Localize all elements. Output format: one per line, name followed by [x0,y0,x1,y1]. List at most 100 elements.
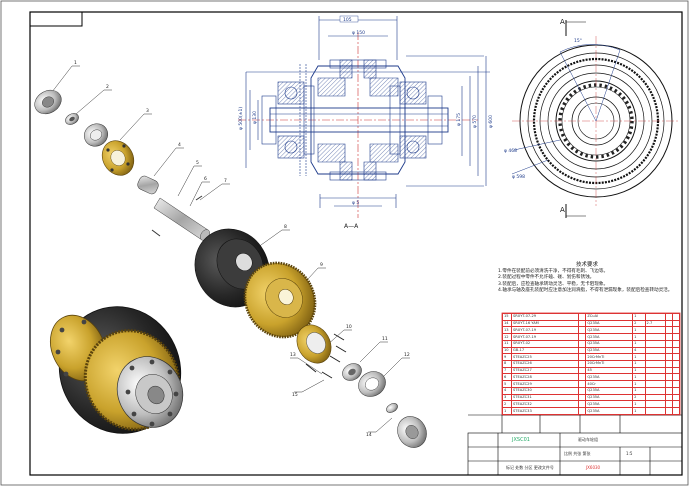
bom-cell: 8 [502,360,512,368]
bom-cell: 1 [632,366,646,375]
bom-cell [671,326,681,335]
drawing-number: JX6030 [586,465,601,470]
bom-cell [644,373,666,382]
bom-cell: SRXYT-02 [510,339,580,348]
bom-cell: STEAZC26 [510,360,580,368]
bom-cell: Q235A [585,326,634,335]
bom-cell: Q235A [585,407,634,415]
bom-cell: 4 [502,386,512,395]
assembled-wheel [50,306,184,434]
bom-cell: STEAZC27 [510,366,580,375]
bom-cell: STEAZC32 [510,400,580,409]
end-view-labels: A A 15° φ 468 φ 598 [504,18,582,214]
part-end-cap-2 [397,416,427,448]
bom-cell: 1 [632,380,646,388]
bom-cell [578,373,587,382]
section-label: A—A [344,223,359,230]
bom-cell [664,339,673,348]
bom-cell: 2 [632,393,646,402]
bom-cell: 40Cr [585,380,634,388]
bom-cell [644,313,666,321]
balloon-7: 7 [224,178,227,184]
bom-cell [671,333,681,341]
bom-cell [644,393,666,402]
bom-cell: 12 [502,333,512,341]
bom-cell [671,407,681,415]
bom-cell [664,319,673,328]
bom-cell [644,346,666,355]
bom-cell: 1 [632,407,646,415]
bom-cell [664,366,673,375]
bom-cell: 15 [502,313,512,321]
section-view [238,16,490,218]
bom-cell: STEAZC31 [510,393,580,402]
bom-cell: 1 [632,339,646,348]
bom-cell [671,393,681,402]
bom-cell [664,373,673,382]
exploded-parts: 1 2 3 4 5 6 7 8 9 10 11 12 13 14 15 [34,60,427,448]
bom-cell: Q235A [585,386,634,395]
balloon-8: 8 [284,224,287,230]
bom-cell [578,407,587,415]
note-line: 1.零件在装配前必须清洗干净，不得有毛刺、飞边等。 [498,269,609,275]
bom-cell: SRXYT-07-19 [510,326,580,335]
bom-cell [578,313,587,321]
scale-note: 1:5 [626,451,633,456]
drawing-frame [29,11,683,476]
title-code: JXSC01 [512,437,530,443]
part-gold-hub [101,140,135,176]
dim-d5: φ 570 [472,115,478,128]
bom-cell [644,386,666,395]
balloon-13: 13 [290,352,296,358]
bom-cell [644,366,666,375]
balloon-9: 9 [320,262,323,268]
part-bearing [83,123,109,147]
balloon-10: 10 [346,324,352,330]
bom-cell: 1 [632,373,646,382]
bom-cell [578,380,587,388]
bom-cell [644,380,666,388]
bom-cell [578,393,587,402]
bom-cell [644,407,666,415]
bom-cell: 13 [502,326,512,335]
bom-cell [664,360,673,368]
bom-cell: ZCuAl [585,313,634,321]
title-block-frame [467,414,683,476]
technical-requirements: 技术要求 1.零件在装配前必须清洗干净，不得有毛刺、飞边等。 2.装配过程中零件… [498,262,676,294]
part-flange-ring [296,324,332,364]
view-letter-top: A [560,18,565,26]
bom-cell [578,353,587,362]
dim-d6: φ 600 [488,115,494,128]
dim-top-width: 105 [343,17,352,23]
bom-cell: 1 [632,333,646,341]
balloon-2: 2 [106,84,109,90]
bom-cell: 45 [585,366,634,375]
bom-cell: 1 [502,407,512,415]
title-name: 驱动车轮组 [578,437,598,442]
bom-cell [578,400,587,409]
bom-cell [644,360,666,368]
bom-cell: Q235A [585,373,634,382]
section-dim-labels: 105 φ 150 φ 500(±1) φ 130 φ 175 φ 570 φ … [238,15,494,230]
bom-cell [578,326,587,335]
bom-cell [644,339,666,348]
bom-cell: Q235A [585,393,634,402]
bom-cell [664,407,673,415]
note-line: 3.装配后，应检查轴承转动灵活、平稳，无卡阻现象。 [498,281,609,287]
bom-cell: SRXYT-07-29 [510,313,580,321]
dim-d3: φ 130 [252,111,258,124]
part-end-cap-1 [34,89,62,115]
bom-cell [578,333,587,341]
bom-cell: 11 [502,339,512,348]
balloon-12: 12 [404,352,410,358]
bom-cell [664,393,673,402]
balloon-1: 1 [74,60,77,66]
bom-cell: Q235A [585,339,634,348]
